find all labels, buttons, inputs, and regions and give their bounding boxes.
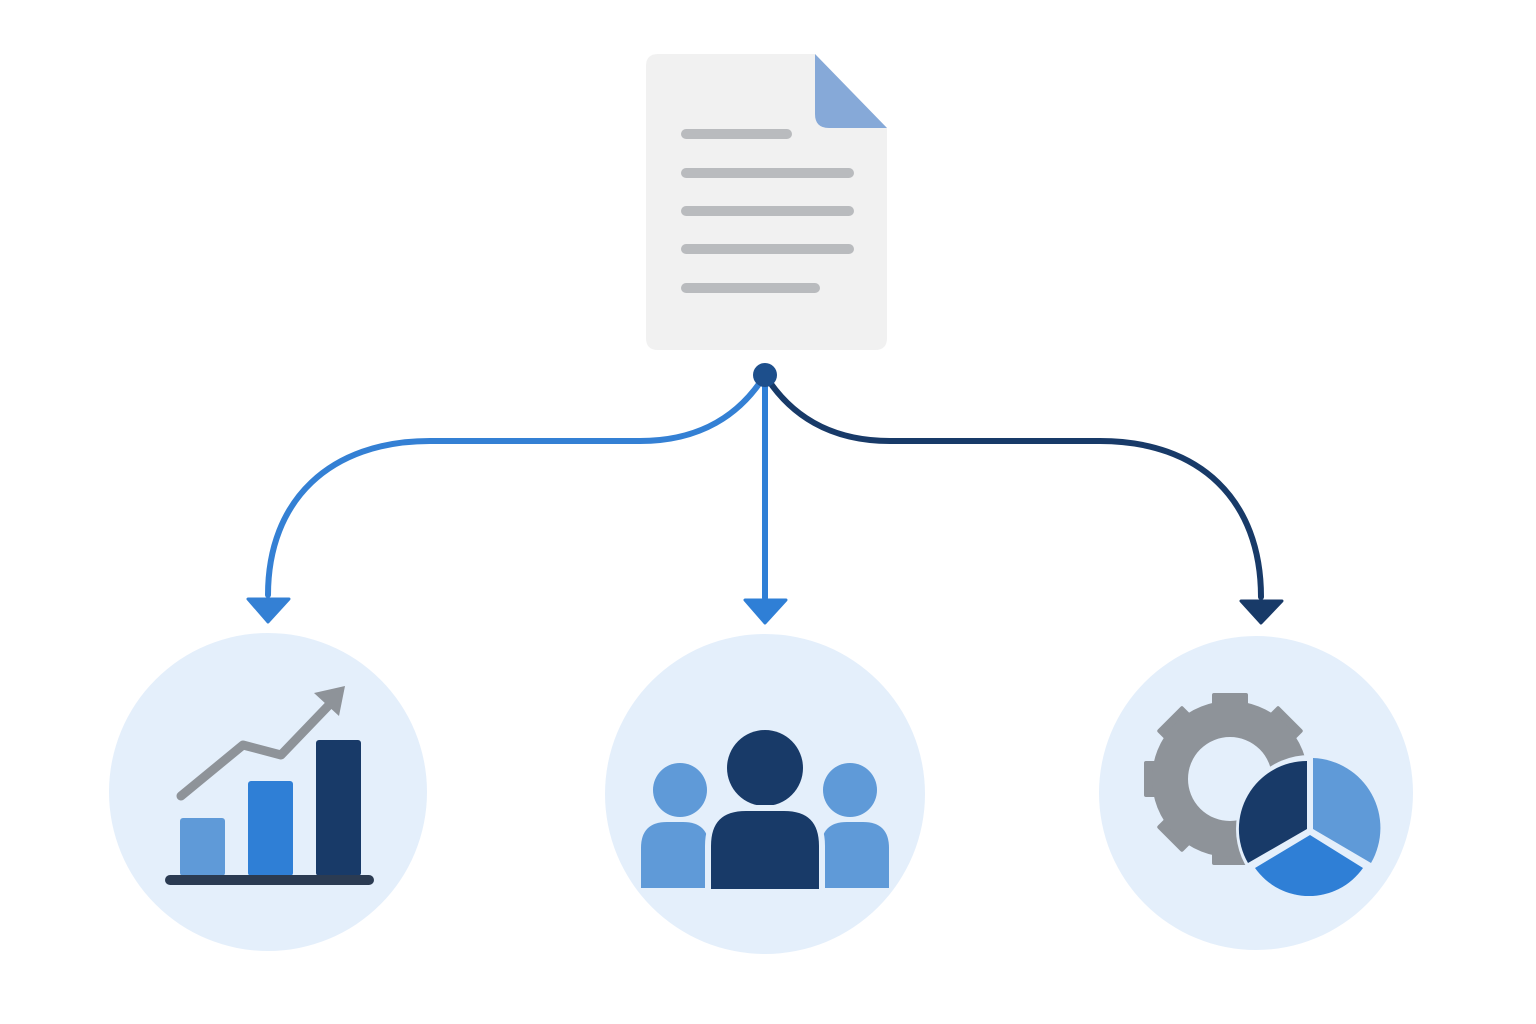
bar-chart-growth-icon: [109, 633, 427, 951]
pie-slice-dark: [1238, 760, 1307, 863]
connector-arrowheads: [246, 597, 1284, 625]
junction-dot: [753, 363, 777, 387]
person-right-head: [823, 763, 877, 817]
document-text-lines: [681, 129, 854, 293]
connector-left: [265, 372, 768, 598]
chart-bar-short: [180, 818, 225, 876]
pie-slice-light: [1313, 758, 1381, 863]
chart-bar-tall: [316, 740, 361, 876]
arrowhead-left-icon: [246, 597, 291, 624]
arrowhead-center-icon: [743, 598, 788, 625]
document-icon: [646, 54, 887, 350]
connector-right: [762, 372, 1264, 600]
pie-chart-icon: [1236, 755, 1384, 903]
arrowhead-right-icon: [1239, 599, 1284, 625]
person-center-head: [727, 730, 803, 806]
person-left-head: [653, 763, 707, 817]
document-page: [646, 54, 887, 350]
people-group-icon: [605, 634, 925, 954]
gear-pie-chart-icon: [1099, 636, 1413, 950]
document-fold: [815, 54, 887, 128]
growth-arrow-head-icon: [314, 686, 345, 716]
growth-trend-line: [176, 699, 335, 801]
person-center-body: [705, 805, 825, 895]
pie-slice-mid: [1255, 835, 1363, 897]
person-right-body: [821, 822, 889, 888]
connectors: [265, 372, 1264, 601]
chart-bar-medium: [248, 781, 293, 876]
person-left-body: [641, 822, 709, 888]
